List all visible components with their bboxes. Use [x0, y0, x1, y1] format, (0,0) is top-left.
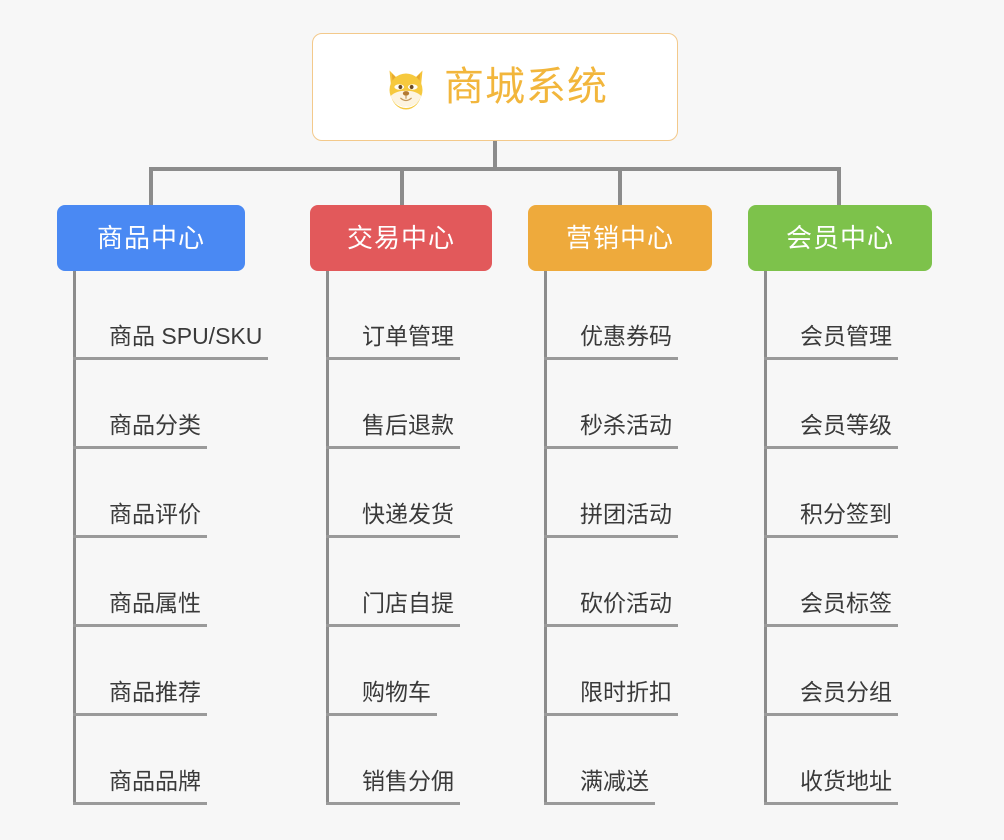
leaf-label: 满减送: [544, 770, 655, 805]
category-label-marketing-center: 营销中心: [565, 223, 674, 253]
leaf-label: 收货地址: [764, 770, 898, 805]
leaf-rail-trade-center: [326, 271, 329, 805]
leaf-item[interactable]: 商品 SPU/SKU: [73, 271, 269, 360]
leaf-label: 商品分类: [73, 414, 207, 449]
leaf-label: 快递发货: [326, 503, 460, 538]
leaf-item[interactable]: 优惠券码: [544, 271, 678, 360]
leaf-label: 商品 SPU/SKU: [73, 325, 269, 360]
leaf-rail-product-center: [73, 271, 76, 805]
leaf-item[interactable]: 商品品牌: [73, 716, 207, 805]
leaf-item[interactable]: 拼团活动: [544, 449, 678, 538]
leaf-label: 优惠券码: [544, 325, 678, 360]
category-box-trade-center[interactable]: 交易中心: [310, 205, 492, 271]
leaf-label: 会员等级: [764, 414, 898, 449]
leaf-item[interactable]: 商品属性: [73, 538, 207, 627]
leaf-item[interactable]: 会员管理: [764, 271, 898, 360]
connector-drop-product-center: [149, 167, 153, 209]
connector-drop-marketing-center: [618, 167, 622, 209]
leaf-label: 会员标签: [764, 592, 898, 627]
leaf-item[interactable]: 商品评价: [73, 449, 207, 538]
leaf-item[interactable]: 砍价活动: [544, 538, 678, 627]
leaf-item[interactable]: 商品分类: [73, 360, 207, 449]
root-title: 商城系统: [444, 65, 608, 109]
leaf-item[interactable]: 积分签到: [764, 449, 898, 538]
leaf-label: 订单管理: [326, 325, 460, 360]
leaf-item[interactable]: 满减送: [544, 716, 655, 805]
connector-horizontal-bus: [149, 167, 841, 171]
leaf-item[interactable]: 商品推荐: [73, 627, 207, 716]
leaf-item[interactable]: 门店自提: [326, 538, 460, 627]
leaf-item[interactable]: 购物车: [326, 627, 437, 716]
leaf-rail-member-center: [764, 271, 767, 805]
leaf-label: 售后退款: [326, 414, 460, 449]
leaf-item[interactable]: 会员标签: [764, 538, 898, 627]
leaf-item[interactable]: 会员分组: [764, 627, 898, 716]
leaf-label: 积分签到: [764, 503, 898, 538]
leaf-label: 商品品牌: [73, 770, 207, 805]
shiba-dog-icon: [382, 63, 430, 111]
leaf-item[interactable]: 订单管理: [326, 271, 460, 360]
leaf-label: 门店自提: [326, 592, 460, 627]
leaf-label: 秒杀活动: [544, 414, 678, 449]
category-label-product-center: 商品中心: [96, 223, 205, 253]
leaf-label: 商品评价: [73, 503, 207, 538]
connector-drop-trade-center: [400, 167, 404, 209]
category-box-product-center[interactable]: 商品中心: [57, 205, 245, 271]
leaf-item[interactable]: 会员等级: [764, 360, 898, 449]
root-node-mall-system[interactable]: 商城系统: [312, 33, 678, 141]
connector-root-stem: [493, 141, 497, 169]
leaf-label: 销售分佣: [326, 770, 460, 805]
leaf-item[interactable]: 售后退款: [326, 360, 460, 449]
leaf-label: 会员分组: [764, 681, 898, 716]
leaf-label: 砍价活动: [544, 592, 678, 627]
leaf-label: 会员管理: [764, 325, 898, 360]
leaf-item[interactable]: 秒杀活动: [544, 360, 678, 449]
leaf-label: 限时折扣: [544, 681, 678, 716]
category-box-marketing-center[interactable]: 营销中心: [528, 205, 712, 271]
leaf-label: 商品属性: [73, 592, 207, 627]
leaf-label: 拼团活动: [544, 503, 678, 538]
leaf-item[interactable]: 销售分佣: [326, 716, 460, 805]
connector-drop-member-center: [837, 167, 841, 209]
leaf-label: 购物车: [326, 681, 437, 716]
category-box-member-center[interactable]: 会员中心: [748, 205, 932, 271]
leaf-item[interactable]: 快递发货: [326, 449, 460, 538]
leaf-rail-marketing-center: [544, 271, 547, 805]
category-label-trade-center: 交易中心: [346, 223, 455, 253]
category-label-member-center: 会员中心: [785, 223, 894, 253]
leaf-label: 商品推荐: [73, 681, 207, 716]
leaf-item[interactable]: 限时折扣: [544, 627, 678, 716]
leaf-item[interactable]: 收货地址: [764, 716, 898, 805]
